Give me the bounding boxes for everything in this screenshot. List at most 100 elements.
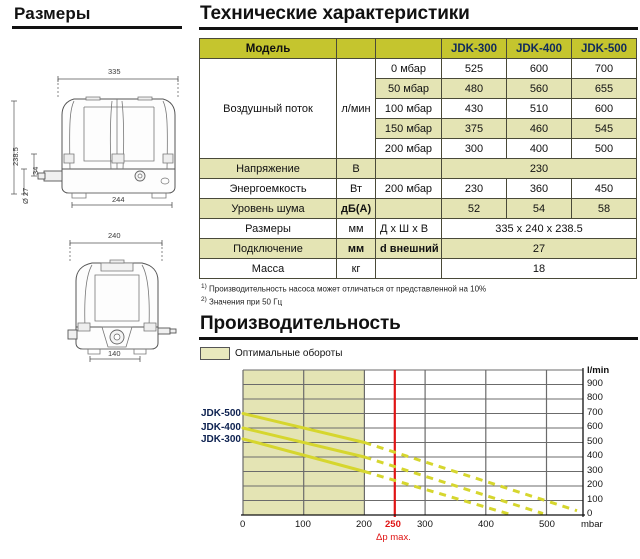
footnote-2-marker: 2) <box>201 296 207 304</box>
row-cond-0mbar: 0 мбар <box>375 58 442 79</box>
footnote-2: 2) Значения при 50 Гц <box>201 295 640 308</box>
footnotes: 1) Производительность насоса может отлич… <box>201 282 640 308</box>
row-label-airflow: Воздушный поток <box>199 58 337 159</box>
cell-airflow-50-jdk400: 560 <box>506 78 572 99</box>
chart-ytick-300: 300 <box>587 465 603 477</box>
chart-ytick-0: 0 <box>587 508 593 520</box>
chart-series-jdk500-solid <box>241 412 366 445</box>
footnote-1-marker: 1) <box>201 283 207 290</box>
footnote-1: 1) Производительность насоса может отлич… <box>201 282 640 295</box>
row-unit-power: Вт <box>336 178 376 199</box>
chart-series-jdk400-solid <box>241 426 366 459</box>
cell-airflow-150-jdk500: 545 <box>571 118 637 139</box>
front-height-dim: 238.5 <box>11 147 20 166</box>
cell-power-jdk400: 360 <box>506 178 572 199</box>
performance-title-rule <box>199 337 638 341</box>
chart-legend: Оптимальные обороты <box>200 347 640 361</box>
specs-title-rule <box>199 27 638 30</box>
legend-label-optimal: Оптимальные обороты <box>235 348 343 360</box>
row-label-dimensions: Размеры <box>199 218 337 239</box>
dimensions-title-rule <box>12 26 182 29</box>
performance-chart-svg <box>241 368 585 518</box>
header-model-jdk500: JDK-500 <box>571 38 637 59</box>
chart-xlabel: mbar <box>581 519 603 531</box>
cell-airflow-100-jdk400: 510 <box>506 98 572 119</box>
chart-xtick-300: 300 <box>417 519 433 531</box>
header-model-label: Модель <box>199 38 337 59</box>
row-cond-100mbar: 100 мбар <box>375 98 442 119</box>
cell-airflow-200-jdk300: 300 <box>441 138 507 159</box>
cell-noise-jdk300: 52 <box>441 198 507 219</box>
performance-chart: JDK-500 JDK-400 JDK-300 l/min 900 800 70… <box>196 364 640 554</box>
row-cond-50mbar: 50 мбар <box>375 78 442 99</box>
table-row: 100 мбар 430 510 600 <box>200 98 637 119</box>
chart-xtick-100: 100 <box>295 519 311 531</box>
chart-ytick-400: 400 <box>587 450 603 462</box>
chart-ytick-500: 500 <box>587 436 603 448</box>
chart-xtick-400: 400 <box>478 519 494 531</box>
chart-xtick-0: 0 <box>240 519 246 531</box>
cell-airflow-150-jdk400: 460 <box>506 118 572 139</box>
cell-power-jdk500: 450 <box>571 178 637 199</box>
header-model-jdk300: JDK-300 <box>441 38 507 59</box>
chart-series-jdk300-solid <box>241 437 366 474</box>
table-row: Размеры мм Д х Ш х В 335 x 240 x 238.5 <box>199 218 637 239</box>
footnote-1-text: Производительность насоса может отличать… <box>209 284 487 294</box>
side-width-dim: 240 <box>108 231 121 240</box>
chart-ylabel: l/min <box>587 365 610 377</box>
front-view-drawing: 335 238.5 34 Ø 27 244 <box>0 29 192 227</box>
cell-airflow-150-jdk300: 375 <box>441 118 507 139</box>
specs-title: Технические характеристики <box>200 3 470 24</box>
row-cond-150mbar: 150 мбар <box>375 118 442 139</box>
row-label-connection: Подключение <box>199 238 337 259</box>
row-unit-connection: мм <box>336 238 376 259</box>
chart-label-jdk400: JDK-400 <box>200 422 241 434</box>
cell-noise-jdk400: 54 <box>506 198 572 219</box>
cell-airflow-0-jdk500: 700 <box>571 58 637 79</box>
table-row: 150 мбар 375 460 545 <box>200 118 637 139</box>
performance-title: Производительность <box>200 313 401 335</box>
side-base-dim: 140 <box>108 349 121 358</box>
cell-airflow-200-jdk500: 500 <box>571 138 637 159</box>
front-offset-dim: 34 <box>31 166 40 175</box>
cell-airflow-100-jdk500: 600 <box>571 98 637 119</box>
cell-connection-all: 27 <box>441 238 637 259</box>
chart-ytick-700: 700 <box>587 407 603 419</box>
row-unit-voltage: В <box>336 158 376 179</box>
row-unit-dimensions: мм <box>336 218 376 239</box>
cell-airflow-100-jdk300: 430 <box>441 98 507 119</box>
cell-voltage-all: 230 <box>441 158 637 179</box>
cell-airflow-50-jdk300: 480 <box>441 78 507 99</box>
front-base-dim: 244 <box>112 195 125 204</box>
chart-ytick-800: 800 <box>587 392 603 404</box>
cell-weight-all: 18 <box>441 258 637 279</box>
row-cond-power: 200 мбар <box>375 178 442 199</box>
table-row: Масса кг 18 <box>199 258 637 279</box>
cell-airflow-50-jdk500: 655 <box>571 78 637 99</box>
chart-xtick-200: 200 <box>356 519 372 531</box>
row-label-power: Энергоемкость <box>199 178 337 199</box>
row-label-noise: Уровень шума <box>199 198 337 219</box>
row-label-weight: Масса <box>199 258 337 279</box>
chart-label-jdk500: JDK-500 <box>200 408 241 420</box>
row-cond-connection: d внешний <box>375 238 442 259</box>
side-view-svg <box>67 240 177 362</box>
row-cond-voltage <box>375 158 442 179</box>
row-unit-airflow: л/мин <box>336 58 376 159</box>
table-row: 50 мбар 480 560 655 <box>200 78 637 99</box>
chart-xtick-500: 500 <box>539 519 555 531</box>
header-model-jdk400: JDK-400 <box>506 38 572 59</box>
cell-noise-jdk500: 58 <box>571 198 637 219</box>
chart-dpmax-label: Δp max. <box>376 532 411 544</box>
specifications-table: Модель JDK-300 JDK-400 JDK-500 Воздушный… <box>199 38 637 279</box>
chart-series-jdk500-dashed <box>363 441 578 513</box>
table-row: Уровень шума дБ(А) 52 54 58 <box>199 198 637 219</box>
header-cond-blank <box>375 38 442 59</box>
row-cond-weight <box>375 258 442 279</box>
table-row: Подключение мм d внешний 27 <box>199 238 637 259</box>
row-cond-dimensions: Д х Ш х В <box>375 218 442 239</box>
legend-swatch-optimal <box>200 347 230 361</box>
cell-dimensions-all: 335 x 240 x 238.5 <box>441 218 637 239</box>
dimensions-title: Размеры <box>14 4 91 23</box>
